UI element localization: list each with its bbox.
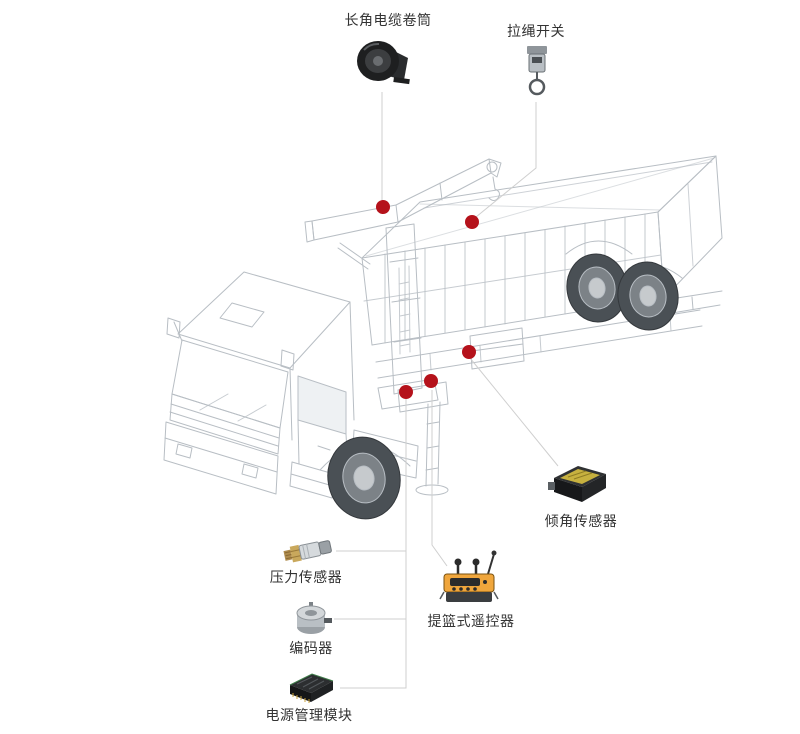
label-encoder: 编码器 <box>289 641 333 657</box>
remote-control-image <box>438 548 500 612</box>
marker-pull-switch[interactable] <box>465 215 479 229</box>
label-pull-switch: 拉绳开关 <box>507 24 565 40</box>
marker-remote-control[interactable] <box>424 374 438 388</box>
pull-switch-image <box>515 44 559 104</box>
pressure-sensor-image <box>282 532 334 574</box>
label-pressure-sensor: 压力传感器 <box>269 570 343 586</box>
cable-reel-icon <box>357 41 410 85</box>
truck-wireframe <box>163 155 723 520</box>
tilt-sensor-icon <box>548 466 606 502</box>
label-remote-control: 提篮式遥控器 <box>427 614 515 630</box>
encoder-icon <box>296 602 332 634</box>
leader-pull-switch <box>475 102 537 218</box>
leader-lines <box>334 92 559 689</box>
label-cable-reel: 长角电缆卷筒 <box>344 13 432 29</box>
remote-control-icon <box>439 550 499 602</box>
encoder-image <box>292 600 332 642</box>
pull-switch-icon <box>527 46 547 96</box>
marker-crane-base[interactable] <box>399 385 413 399</box>
power-module-image <box>285 668 337 710</box>
hotspot-markers <box>376 200 479 399</box>
leader-power-module <box>340 398 407 689</box>
tilt-sensor-image <box>548 458 612 512</box>
label-tilt-sensor: 倾角传感器 <box>544 514 618 530</box>
power-module-icon <box>289 673 334 703</box>
pressure-sensor-icon <box>283 540 332 563</box>
label-power-module: 电源管理模块 <box>265 708 353 724</box>
cable-reel-image <box>352 36 412 92</box>
leader-tilt-sensor <box>469 357 559 467</box>
leader-remote-control <box>431 390 448 567</box>
marker-tilt-sensor[interactable] <box>462 345 476 359</box>
marker-cable-reel[interactable] <box>376 200 390 214</box>
